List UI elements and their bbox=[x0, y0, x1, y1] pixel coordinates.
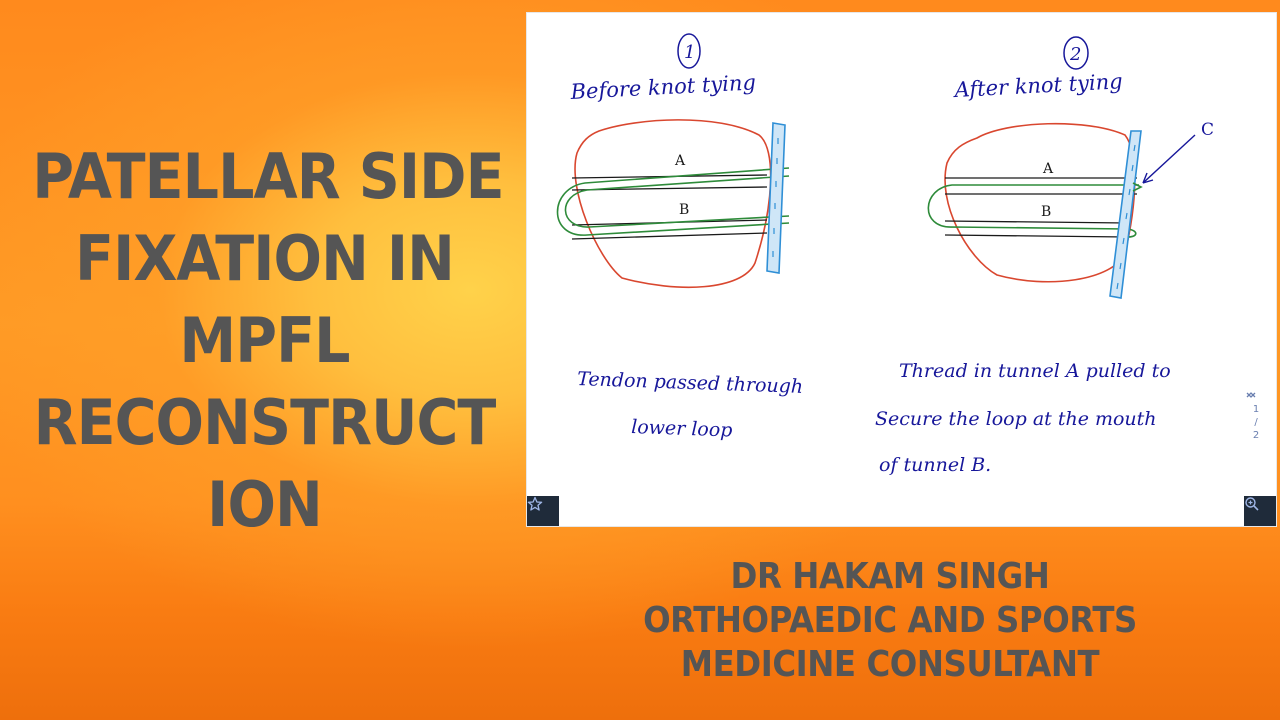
panel-2-number: 2 bbox=[1069, 44, 1081, 65]
zoom-in-icon bbox=[1245, 497, 1259, 511]
panel-2-heading: After knot tying bbox=[952, 69, 1123, 102]
panel-2-tendon-hatching bbox=[1116, 144, 1136, 290]
title-line-1: PATELLAR SIDE bbox=[32, 140, 504, 213]
panel-2-knot bbox=[1132, 182, 1143, 192]
author-credit: DR HAKAM SINGH ORTHOPAEDIC AND SPORTS ME… bbox=[560, 555, 1220, 687]
panel-2-caption-line-3: of tunnel B. bbox=[879, 454, 991, 476]
title-line-4: RECONSTRUCT bbox=[33, 386, 497, 459]
panel-2-label-a: A bbox=[1042, 161, 1054, 177]
chevron-up-icon[interactable] bbox=[1246, 391, 1266, 404]
panel-2-tunnel-b-bottom bbox=[944, 234, 1128, 238]
page-current: 1 bbox=[1252, 404, 1260, 415]
panel-1-tendon bbox=[766, 122, 786, 274]
panel-1-label-b: B bbox=[679, 202, 689, 218]
author-line-1: DR HAKAM SINGH bbox=[730, 556, 1050, 597]
panel-1: 1 Before knot tying A B Tendon passed th… bbox=[556, 33, 804, 442]
panel-1-number-circle bbox=[677, 33, 701, 69]
panel-2: 2 After knot tying C A B Thread in tunne… bbox=[875, 36, 1214, 476]
panel-2-label-b: B bbox=[1041, 204, 1051, 220]
panel-1-tunnel-b-bottom bbox=[571, 232, 768, 240]
panel-2-label-c: C bbox=[1201, 120, 1214, 140]
panel-1-suture-loop bbox=[556, 167, 790, 236]
panel-2-arrow-c-head bbox=[1142, 172, 1154, 184]
panel-1-heading: Before knot tying bbox=[569, 70, 756, 104]
page-indicator: 1 / 2 bbox=[1246, 391, 1266, 456]
panel-2-suture-loop bbox=[927, 184, 1139, 238]
panel-2-caption-line-1: Thread in tunnel A pulled to bbox=[899, 360, 1171, 382]
panel-1-tendon-hatching bbox=[772, 138, 779, 257]
title-line-3: MPFL bbox=[179, 304, 350, 377]
video-title: PATELLAR SIDE FIXATION IN MPFL RECONSTRU… bbox=[32, 136, 504, 546]
panel-2-tunnel-b-top bbox=[944, 220, 1128, 224]
chevron-down-icon[interactable] bbox=[1246, 392, 1266, 456]
panel-2-tendon bbox=[1109, 130, 1142, 299]
title-line-2: FIXATION IN bbox=[75, 222, 455, 295]
panel-1-label-a: A bbox=[674, 153, 686, 169]
page-separator: / bbox=[1254, 417, 1258, 428]
title-line-5: ION bbox=[207, 468, 323, 541]
panel-2-arrow-c bbox=[1142, 134, 1196, 184]
panel-1-patella-outline bbox=[574, 119, 772, 289]
author-line-3: MEDICINE CONSULTANT bbox=[680, 644, 1100, 685]
panel-1-caption-line-2: lower loop bbox=[631, 416, 733, 442]
panel-2-number-circle bbox=[1063, 36, 1089, 70]
author-line-2: ORTHOPAEDIC AND SPORTS bbox=[643, 600, 1137, 641]
diagram-canvas: 1 Before knot tying A B Tendon passed th… bbox=[556, 33, 1214, 476]
star-icon bbox=[527, 496, 543, 511]
panel-1-number: 1 bbox=[684, 42, 695, 63]
panel-2-caption-line-2: Secure the loop at the mouth bbox=[875, 408, 1157, 430]
panel-1-caption-line-1: Tendon passed through bbox=[577, 368, 804, 398]
diagram-slide: 1 Before knot tying A B Tendon passed th… bbox=[526, 12, 1277, 527]
panel-2-patella-outline bbox=[944, 122, 1136, 283]
favorite-button[interactable] bbox=[527, 496, 559, 526]
page-total: 2 bbox=[1252, 430, 1260, 441]
zoom-button[interactable] bbox=[1244, 496, 1276, 526]
